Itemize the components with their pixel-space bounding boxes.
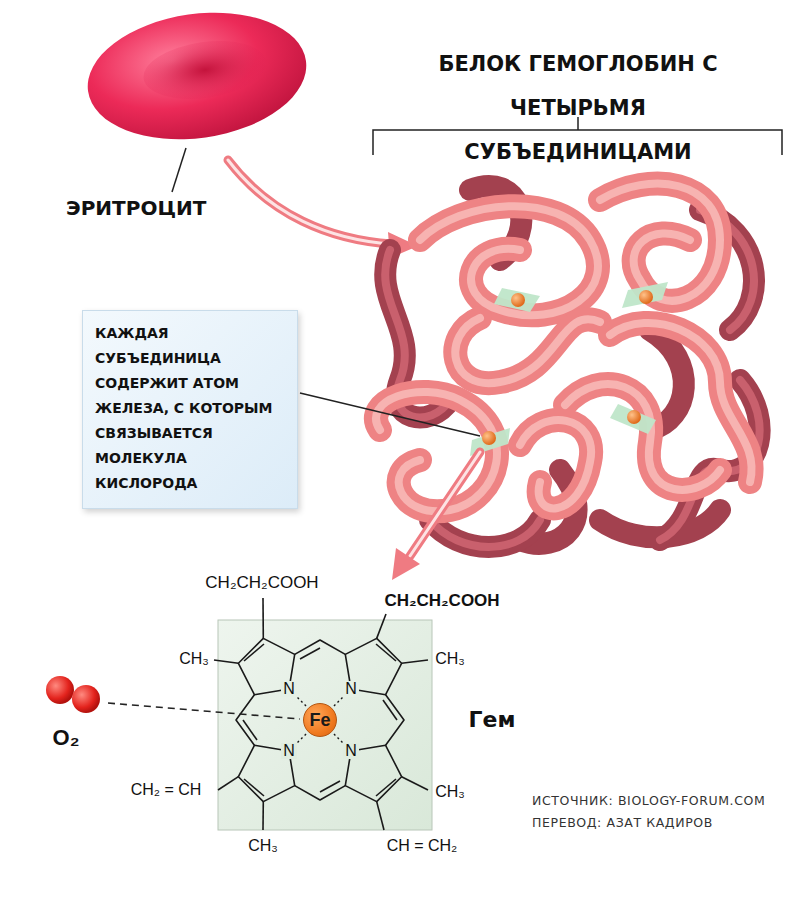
illustration-part xyxy=(482,431,496,445)
illustration-part xyxy=(511,293,525,307)
molecule-label: O₂ xyxy=(53,725,80,751)
illustration-part xyxy=(420,206,598,315)
illustration-part xyxy=(228,160,392,244)
illustration-part xyxy=(72,685,100,713)
chemical-group: CH₃ xyxy=(435,649,465,668)
illustration-part xyxy=(430,520,540,547)
illustration-part xyxy=(294,694,346,746)
illustration-part xyxy=(600,510,720,537)
illustration-part xyxy=(402,660,428,663)
illustration-part xyxy=(244,779,264,796)
illustration-part xyxy=(300,648,320,659)
callout-text: КАЖДАЯ СУБЪЕДИНИЦА СОДЕРЖИТ АТОМ ЖЕЛЕЗА,… xyxy=(95,321,287,496)
element-symbol: Fe xyxy=(309,711,330,729)
illustration-part xyxy=(385,186,759,547)
illustration-part xyxy=(430,520,540,547)
illustration-part xyxy=(377,802,384,830)
illustration-part xyxy=(392,548,420,580)
oxygen-bond xyxy=(108,703,300,719)
illustration-part xyxy=(410,452,480,556)
heme-site xyxy=(470,282,668,456)
chemical-group: CH₃ xyxy=(435,782,465,801)
illustration-part xyxy=(295,640,346,654)
iron-atom: Fe xyxy=(303,703,337,737)
source-note: ИСТОЧНИК: BIOLOGY-FORUM.COM xyxy=(532,793,765,808)
chemical-group: CH = CH₂ xyxy=(387,836,458,855)
illustration-part xyxy=(565,384,720,490)
illustration-part xyxy=(386,695,404,746)
leader-line xyxy=(300,393,480,436)
illustration-part xyxy=(243,720,257,740)
illustration-part xyxy=(455,318,600,383)
nitrogen-atom: N xyxy=(281,743,297,760)
heme-panel xyxy=(218,620,432,830)
illustration-part xyxy=(376,644,396,661)
hemoglobin-protein xyxy=(376,184,760,547)
illustration-part xyxy=(214,660,238,663)
chemical-group: CH₂ = CH xyxy=(131,780,202,799)
leader-line xyxy=(172,148,186,192)
illustration-part xyxy=(520,420,591,508)
erythrocyte xyxy=(79,0,314,153)
illustration-part xyxy=(262,598,264,638)
translator-note: ПЕРЕВОД: АЗАТ КАДИРОВ xyxy=(532,815,713,830)
illustration-part xyxy=(295,786,346,800)
illustration-part xyxy=(627,410,641,424)
illustration-part xyxy=(79,0,314,153)
illustration-part xyxy=(376,184,752,512)
illustration-part xyxy=(140,34,271,107)
chemical-group: CH₃ xyxy=(179,649,209,668)
illustration-part xyxy=(377,614,386,638)
illustration-part xyxy=(520,420,591,508)
illustration-part xyxy=(610,323,752,482)
illustration-part xyxy=(228,160,392,244)
illustration-part xyxy=(494,288,540,312)
illustration-part xyxy=(218,777,238,790)
oxygen-molecule xyxy=(46,676,100,713)
illustration-part xyxy=(383,700,397,720)
illustration-part xyxy=(639,290,653,304)
illustration-part xyxy=(622,282,668,308)
illustration-part xyxy=(262,802,264,830)
zoom-arrow xyxy=(392,452,480,580)
heme-label: Гем xyxy=(469,707,516,733)
protein-heading: БЕЛОК ГЕМОГЛОБИН С ЧЕТЫРЬМЯ СУБЪЕДИНИЦАМ… xyxy=(398,42,758,174)
illustration-part xyxy=(244,644,264,661)
illustration-part xyxy=(320,781,340,792)
illustration-part xyxy=(600,184,720,301)
nitrogen-atom: N xyxy=(343,681,359,698)
illustration-part xyxy=(402,777,428,790)
illustration-part xyxy=(236,695,254,746)
illustration-part xyxy=(455,318,600,383)
chemical-group: CH₂CH₂COOH xyxy=(384,591,499,611)
illustration-part xyxy=(600,184,720,301)
illustration-part xyxy=(385,210,759,547)
cell-label: ЭРИТРОЦИТ xyxy=(66,196,206,220)
illustration-part xyxy=(376,184,752,512)
illustration-part xyxy=(46,676,74,704)
illustration-part xyxy=(420,206,598,315)
illustration-part xyxy=(376,779,396,796)
illustration-part xyxy=(410,452,480,556)
callout-box: КАЖДАЯ СУБЪЕДИНИЦА СОДЕРЖИТ АТОМ ЖЕЛЕЗА,… xyxy=(82,310,298,509)
nitrogen-atom: N xyxy=(281,681,297,698)
chemical-group: CH₃ xyxy=(248,836,278,855)
nitrogen-atom: N xyxy=(343,743,359,760)
illustration-part xyxy=(610,404,656,434)
chemical-group: CH₂CH₂COOH xyxy=(205,573,318,593)
